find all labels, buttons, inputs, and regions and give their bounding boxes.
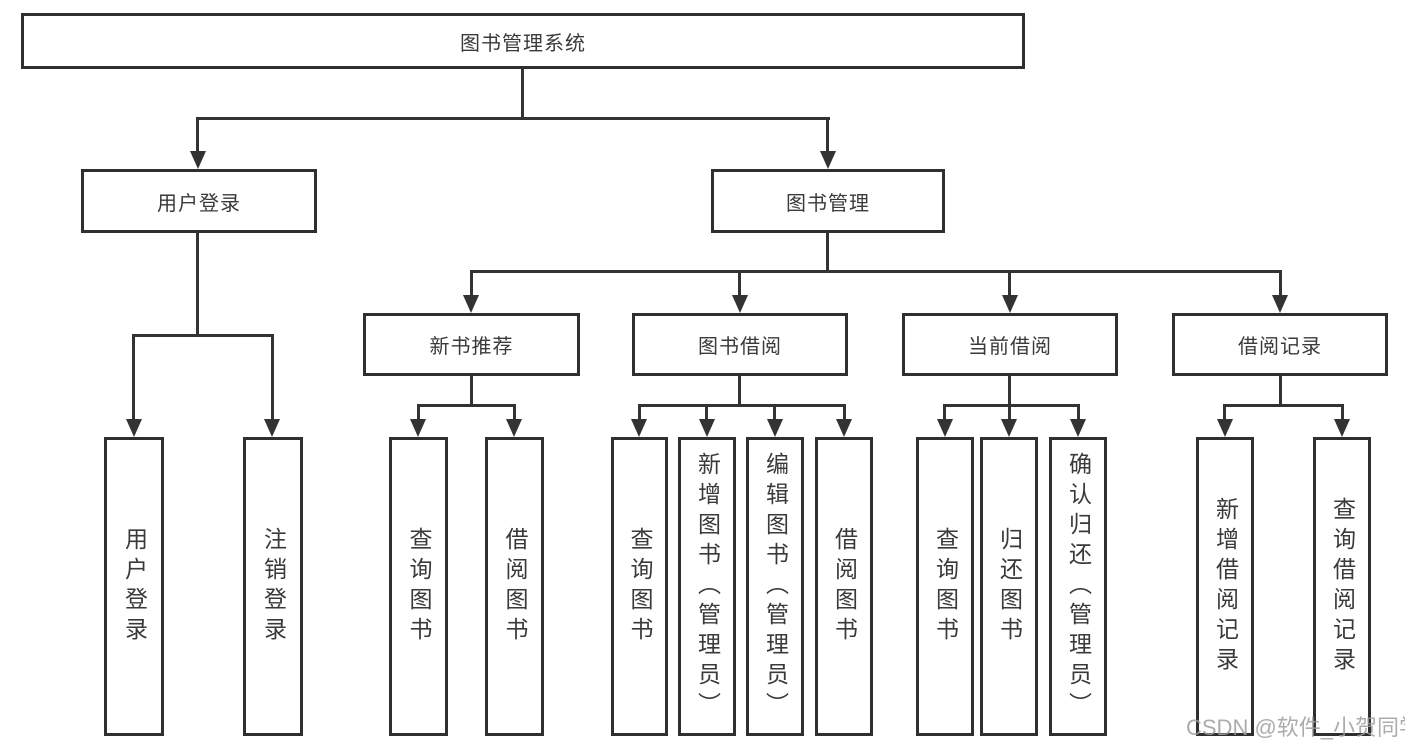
connector-line xyxy=(1223,404,1226,421)
connector-line xyxy=(1008,376,1011,407)
connector-line xyxy=(826,117,829,153)
leaf-borrowing-add-books-admin-label: 新增图书（管理员） xyxy=(694,451,721,722)
leaf-user-login-label: 用户登录 xyxy=(121,526,148,647)
arrow-down-icon xyxy=(820,151,836,169)
connector-line xyxy=(132,334,274,337)
node-current-borrowing: 当前借阅 xyxy=(902,313,1118,376)
arrow-down-icon xyxy=(836,419,852,437)
node-new-book-recommend: 新书推荐 xyxy=(363,313,580,376)
connector-line xyxy=(1279,376,1282,407)
connector-line xyxy=(738,270,741,297)
connector-line xyxy=(1341,404,1344,421)
leaf-current-confirm-return-admin-label: 确认归还（管理员） xyxy=(1065,451,1092,722)
node-book-borrowing: 图书借阅 xyxy=(632,313,848,376)
connector-line xyxy=(826,233,829,273)
node-borrow-records-label: 借阅记录 xyxy=(1238,336,1322,358)
connector-line xyxy=(943,404,1080,407)
connector-line xyxy=(132,334,135,421)
leaf-borrowing-borrow-books: 借阅图书 xyxy=(815,437,873,736)
connector-line xyxy=(943,404,946,421)
connector-line xyxy=(1279,270,1282,297)
leaf-records-query-record-label: 查询借阅记录 xyxy=(1329,496,1356,677)
connector-line xyxy=(738,376,741,407)
connector-line xyxy=(513,404,516,421)
arrow-down-icon xyxy=(126,419,142,437)
leaf-borrowing-query-books-label: 查询图书 xyxy=(627,526,653,647)
arrow-down-icon xyxy=(506,419,522,437)
csdn-watermark: CSDN @软件_小贺同学 xyxy=(1186,715,1405,740)
connector-line xyxy=(843,404,846,421)
leaf-current-return-books-label: 归还图书 xyxy=(996,526,1023,647)
connector-line xyxy=(521,69,524,120)
arrow-down-icon xyxy=(1334,419,1350,437)
leaf-recommend-query-books-label: 查询图书 xyxy=(406,526,432,647)
connector-line xyxy=(417,404,420,421)
leaf-borrowing-edit-books-admin-label: 编辑图书（管理员） xyxy=(762,451,789,722)
node-current-borrowing-label: 当前借阅 xyxy=(968,336,1052,358)
leaf-borrowing-query-books: 查询图书 xyxy=(611,437,668,736)
leaf-current-query-books-label: 查询图书 xyxy=(932,526,959,647)
leaf-current-return-books: 归还图书 xyxy=(980,437,1038,736)
arrow-down-icon xyxy=(1272,295,1288,313)
arrow-down-icon xyxy=(699,419,715,437)
connector-line xyxy=(638,404,641,421)
arrow-down-icon xyxy=(631,419,647,437)
leaf-user-login: 用户登录 xyxy=(104,437,164,736)
connector-line xyxy=(1223,404,1344,407)
leaf-logout: 注销登录 xyxy=(243,437,303,736)
leaf-borrowing-edit-books-admin: 编辑图书（管理员） xyxy=(746,437,804,736)
leaf-logout-label: 注销登录 xyxy=(260,526,287,647)
connector-line xyxy=(196,117,830,120)
node-root: 图书管理系统 xyxy=(21,13,1025,69)
leaf-recommend-borrow-books-label: 借阅图书 xyxy=(502,526,528,647)
leaf-current-confirm-return-admin: 确认归还（管理员） xyxy=(1049,437,1107,736)
node-user-login: 用户登录 xyxy=(81,169,317,233)
node-new-book-recommend-label: 新书推荐 xyxy=(429,336,514,358)
node-user-login-label: 用户登录 xyxy=(157,192,241,215)
connector-line xyxy=(271,334,274,421)
connector-line xyxy=(705,404,708,421)
connector-line xyxy=(196,117,199,153)
connector-line xyxy=(1008,270,1011,297)
connector-line xyxy=(196,233,199,337)
arrow-down-icon xyxy=(1070,419,1086,437)
arrow-down-icon xyxy=(732,295,748,313)
connector-line xyxy=(470,270,473,297)
node-book-management-label: 图书管理 xyxy=(786,192,870,215)
arrow-down-icon xyxy=(767,419,783,437)
leaf-borrowing-add-books-admin: 新增图书（管理员） xyxy=(678,437,736,736)
node-root-label: 图书管理系统 xyxy=(460,32,586,55)
leaf-recommend-query-books: 查询图书 xyxy=(389,437,448,736)
arrow-down-icon xyxy=(264,419,280,437)
connector-line xyxy=(470,376,473,407)
arrow-down-icon xyxy=(1002,295,1018,313)
arrow-down-icon xyxy=(1217,419,1233,437)
leaf-records-query-record: 查询借阅记录 xyxy=(1313,437,1371,736)
node-book-management: 图书管理 xyxy=(711,169,945,233)
node-borrow-records: 借阅记录 xyxy=(1172,313,1388,376)
connector-line xyxy=(1008,404,1011,421)
node-book-borrowing-label: 图书借阅 xyxy=(698,336,782,358)
arrow-down-icon xyxy=(463,295,479,313)
leaf-borrowing-borrow-books-label: 借阅图书 xyxy=(831,526,858,647)
arrow-down-icon xyxy=(410,419,426,437)
arrow-down-icon xyxy=(937,419,953,437)
connector-line xyxy=(417,404,516,407)
leaf-recommend-borrow-books: 借阅图书 xyxy=(485,437,544,736)
arrow-down-icon xyxy=(1001,419,1017,437)
connector-line xyxy=(773,404,776,421)
connector-line xyxy=(470,270,1282,273)
connector-line xyxy=(638,404,846,407)
leaf-records-add-record-label: 新增借阅记录 xyxy=(1212,496,1239,677)
connector-line xyxy=(1077,404,1080,421)
arrow-down-icon xyxy=(190,151,206,169)
leaf-current-query-books: 查询图书 xyxy=(916,437,974,736)
leaf-records-add-record: 新增借阅记录 xyxy=(1196,437,1254,736)
